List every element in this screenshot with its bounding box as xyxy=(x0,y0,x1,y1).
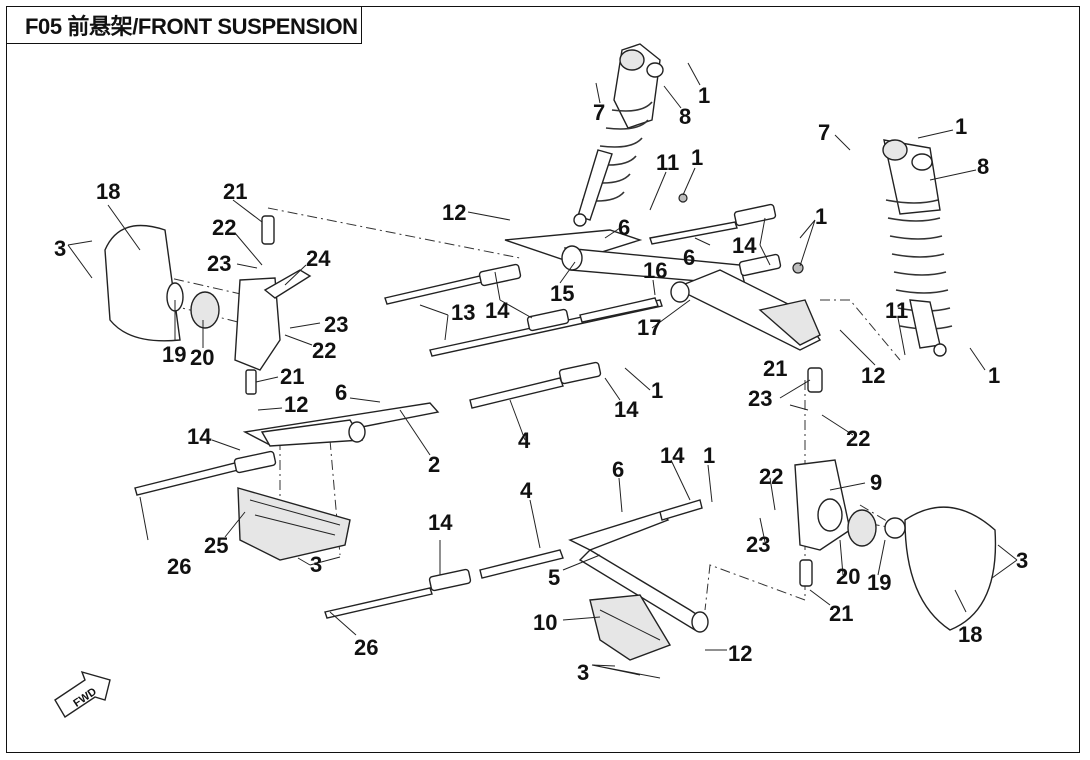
callout-label: 2 xyxy=(428,452,440,477)
callout-label: 14 xyxy=(660,443,685,468)
callout-label: 14 xyxy=(428,510,453,535)
callout-label: 16 xyxy=(643,258,667,283)
callout-label: 6 xyxy=(612,457,624,482)
callout-label: 4 xyxy=(520,478,533,503)
lower-a-arm-left xyxy=(134,361,602,496)
skid-plate-left xyxy=(237,487,351,561)
callout-label: 11 xyxy=(885,298,908,323)
callout-label: 8 xyxy=(977,154,989,179)
callout-label: 1 xyxy=(691,145,703,170)
callout-label: 26 xyxy=(167,554,191,579)
callout-label: 12 xyxy=(728,641,752,666)
callout-label: 21 xyxy=(763,356,787,381)
left-knuckle-hub xyxy=(104,215,312,395)
callout-label: 26 xyxy=(354,635,378,660)
callout-label: 3 xyxy=(577,660,589,685)
callout-label: 8 xyxy=(679,104,691,129)
callout-label: 14 xyxy=(614,397,639,422)
callout-label: 19 xyxy=(162,342,186,367)
callout-label: 25 xyxy=(204,533,228,558)
callout-label: 12 xyxy=(442,200,466,225)
callout-label: 6 xyxy=(683,245,695,270)
callout-label: 14 xyxy=(732,233,757,258)
callout-label: 17 xyxy=(637,315,661,340)
callout-label: 22 xyxy=(312,338,336,363)
callout-label: 21 xyxy=(829,601,853,626)
callout-label: 12 xyxy=(284,392,308,417)
callout-label: 23 xyxy=(324,312,348,337)
page-title: F05 前悬架/FRONT SUSPENSION xyxy=(6,6,362,44)
callout-label: 23 xyxy=(207,251,231,276)
callout-label: 3 xyxy=(1016,548,1028,573)
callout-label: 12 xyxy=(861,363,885,388)
callout-label: 14 xyxy=(187,424,212,449)
callout-label: 6 xyxy=(335,380,347,405)
callout-label: 22 xyxy=(846,426,870,451)
callout-label: 18 xyxy=(96,179,120,204)
callout-label: 15 xyxy=(550,281,574,306)
skid-plate-right xyxy=(589,594,672,661)
leader-lines xyxy=(67,62,1018,679)
callout-label: 9 xyxy=(870,470,882,495)
callout-label: 1 xyxy=(703,443,715,468)
callout-label: 18 xyxy=(958,622,982,647)
callout-label: 13 xyxy=(451,300,475,325)
callout-label: 1 xyxy=(698,83,710,108)
callout-label: 20 xyxy=(836,564,860,589)
callout-label: 23 xyxy=(748,386,772,411)
callout-label: 19 xyxy=(867,570,891,595)
callout-label: 1 xyxy=(651,378,663,403)
callout-label: 4 xyxy=(518,428,531,453)
right-knuckle-hub xyxy=(794,367,997,631)
callout-label: 10 xyxy=(533,610,557,635)
callout-label: 7 xyxy=(593,100,605,125)
shock-absorber-right xyxy=(882,139,953,357)
callout-label: 14 xyxy=(485,298,510,323)
callout-label: 23 xyxy=(746,532,770,557)
callout-label: 1 xyxy=(815,204,827,229)
callout-label: 5 xyxy=(548,565,560,590)
callout-label: 11 xyxy=(656,150,679,175)
callout-label: 21 xyxy=(223,179,247,204)
callout-label: 20 xyxy=(190,345,214,370)
callout-labels: 1 7 8 1 7 8 11 1 12 6 1 14 6 16 15 14 13… xyxy=(54,83,1028,685)
fwd-arrow: FWD xyxy=(54,670,111,718)
callout-label: 1 xyxy=(988,363,1000,388)
upper-hardware xyxy=(384,193,804,357)
callout-label: 22 xyxy=(212,215,236,240)
drawing-frame xyxy=(6,6,1080,753)
shock-absorber-left xyxy=(573,43,664,227)
lower-a-arm-right xyxy=(324,499,709,633)
callout-label: 3 xyxy=(54,236,66,261)
callout-label: 1 xyxy=(955,114,967,139)
callout-label: 3 xyxy=(310,552,322,577)
callout-label: 21 xyxy=(280,364,304,389)
callout-label: 7 xyxy=(818,120,830,145)
upper-a-arm xyxy=(504,229,822,351)
title-text: F05 前悬架/FRONT SUSPENSION xyxy=(25,14,358,39)
callout-label: 6 xyxy=(618,215,630,240)
callout-label: 24 xyxy=(306,246,331,271)
callout-label: 22 xyxy=(759,464,783,489)
